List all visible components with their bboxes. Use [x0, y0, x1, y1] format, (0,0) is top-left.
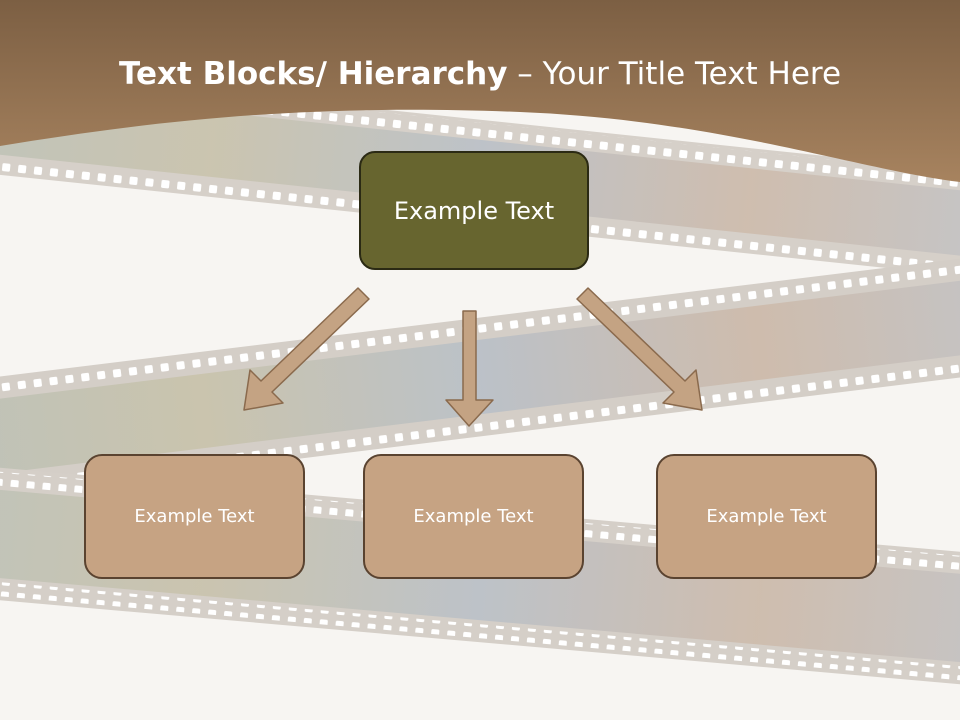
arrow-to-right-child: [576, 287, 703, 411]
child-box-left: Example Text: [84, 454, 305, 579]
header-band: [0, 0, 960, 182]
arrow-to-center-child: [445, 310, 494, 427]
child-box-center-label: Example Text: [413, 506, 534, 527]
slide-title: Text Blocks/ Hierarchy – Your Title Text…: [0, 52, 960, 96]
child-box-right-label: Example Text: [706, 506, 827, 527]
top-level-box: Example Text: [359, 151, 589, 270]
child-box-center: Example Text: [363, 454, 584, 579]
child-box-left-label: Example Text: [134, 506, 255, 527]
arrow-to-left-child: [243, 287, 370, 411]
top-level-box-label: Example Text: [393, 196, 555, 225]
slide-title-bold: Text Blocks/ Hierarchy: [118, 56, 508, 92]
slide-title-regular: Your Title Text Here: [542, 56, 842, 92]
slide-title-separator: –: [507, 56, 543, 92]
child-box-right: Example Text: [656, 454, 877, 579]
